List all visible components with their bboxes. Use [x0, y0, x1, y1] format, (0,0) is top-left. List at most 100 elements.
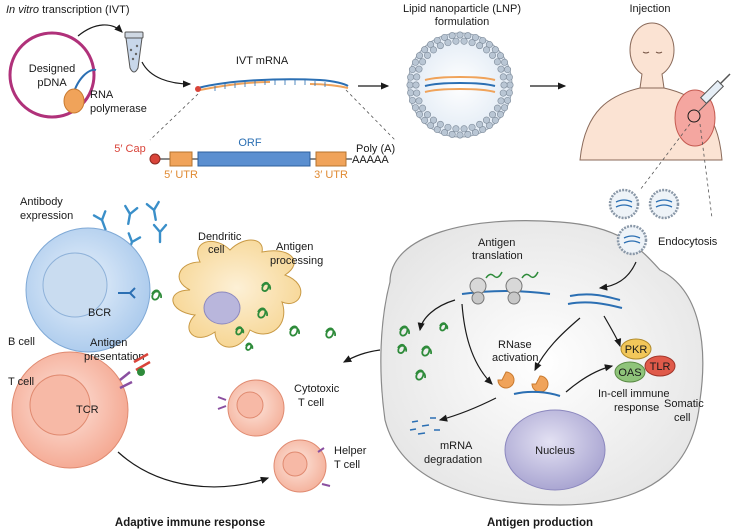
ag-pres-label-2: presentation	[84, 351, 145, 363]
ctl-label-2: T cell	[298, 397, 324, 409]
ribosome-icon	[469, 277, 523, 305]
helper-label-2: T cell	[334, 459, 360, 471]
utr3-box	[315, 151, 347, 167]
polya-seq: AAAAA	[352, 154, 389, 166]
rnase-label-2: activation	[492, 352, 538, 364]
tlr-label: TLR	[650, 361, 671, 373]
bcell-label: B cell	[8, 336, 35, 348]
somatic-label-2: cell	[674, 412, 691, 424]
zoom-guide-right	[345, 89, 396, 141]
translating-mrna	[461, 290, 551, 295]
t-cell-nucleus	[29, 374, 91, 436]
rnase-icon	[497, 371, 549, 393]
pdna-label-1: Designed	[29, 63, 75, 75]
ivt-mrna-strand	[195, 78, 349, 92]
mrna-fragments	[409, 417, 440, 435]
ag-trans-label-2: translation	[472, 250, 523, 262]
injection-section: Injection	[579, 3, 731, 219]
oas-label: OAS	[618, 367, 641, 379]
rnap-label-1: RNA	[90, 89, 114, 101]
mrna-construct: 5′ Cap ORF Poly (A) AAAAA 5′ UTR 3′ UTR	[114, 137, 395, 181]
somatic-title: Antigen production	[487, 517, 593, 529]
somatic-label-1: Somatic	[664, 398, 704, 410]
antigen-icon	[397, 343, 408, 354]
incell-label-1: In-cell immune	[598, 388, 670, 400]
ctl-label-1: Cytotoxic	[294, 383, 340, 395]
tlr-badge	[644, 355, 676, 377]
lnp-section: Lipid nanoparticle (LNP) formulation	[403, 3, 521, 139]
lnp-label-2: formulation	[435, 16, 489, 28]
ivt-mrna-label: IVT mRNA	[236, 55, 289, 67]
mrna-cap-icon	[195, 86, 201, 92]
adaptive-title: Adaptive immune response	[115, 517, 265, 529]
adaptive-section: Antibody expression B cell BCR Dendritic…	[8, 196, 367, 529]
utr5-box	[169, 151, 193, 167]
arrow-to-helper	[117, 451, 270, 488]
rnase-label-1: RNase	[498, 339, 532, 351]
cap-icon	[149, 153, 161, 165]
antigen-icon	[421, 345, 432, 357]
nucleus	[504, 409, 606, 491]
test-tube-icon	[124, 31, 144, 73]
incell-label-2: response	[614, 402, 659, 414]
tcr-mhc-complex	[119, 352, 151, 390]
somatic-cell	[380, 220, 704, 506]
cap-label: 5′ Cap	[114, 143, 145, 155]
ag-proc-label-2: processing	[270, 255, 323, 267]
bcr-receptor	[118, 287, 136, 299]
antibody-label-2: expression	[20, 210, 73, 222]
antigens-somatic	[397, 322, 449, 381]
dc-nucleus	[203, 291, 241, 325]
arrow-to-mrna	[141, 61, 192, 88]
arrow-antigen-export	[342, 349, 381, 363]
antigen-icon	[289, 325, 300, 337]
antigen-icon	[325, 327, 336, 339]
ivt-section: In vitro transcription (IVT) Designed pD…	[6, 4, 396, 141]
antibody-icon	[124, 204, 139, 226]
pdna-label-2: pDNA	[37, 77, 67, 89]
antibody-icon	[152, 223, 168, 244]
antibody-label-1: Antibody	[20, 196, 63, 208]
antigen-icon	[261, 281, 272, 292]
antigens-adaptive	[151, 281, 336, 351]
endocytosed-lnps	[608, 188, 680, 256]
helper-label-1: Helper	[334, 445, 367, 457]
injection-site	[674, 89, 716, 147]
ag-proc-label-1: Antigen	[276, 241, 313, 253]
injection-label: Injection	[630, 3, 671, 15]
nucleus-label: Nucleus	[535, 445, 575, 457]
antigen-icon	[439, 322, 449, 332]
zoom-guide-left	[149, 93, 199, 141]
pdna-plasmid	[8, 31, 96, 119]
orf-label: ORF	[238, 137, 262, 149]
b-cell-nucleus	[42, 252, 108, 318]
tcr-label: TCR	[76, 404, 99, 416]
antigen-icon	[235, 326, 245, 336]
antibody-icon	[145, 200, 160, 222]
lnp-label-1: Lipid nanoparticle (LNP)	[403, 3, 521, 15]
syringe-icon	[697, 73, 731, 113]
tcell-label: T cell	[8, 376, 34, 388]
pkr-label: PKR	[625, 344, 648, 356]
orf-box	[197, 151, 311, 167]
arrow-to-tube	[77, 24, 123, 37]
ag-pres-label-1: Antigen	[90, 337, 127, 349]
dc-label-2: cell	[208, 244, 225, 256]
utr5-label: 5′ UTR	[164, 169, 198, 181]
rna-polymerase-icon	[63, 88, 85, 114]
utr3-label: 3′ UTR	[314, 169, 348, 181]
bcr-label: BCR	[88, 307, 111, 319]
ivt-title: In vitro transcription (IVT)	[6, 4, 129, 16]
somatic-section: Nucleus Somatic cell Endocytosis Antigen…	[342, 188, 718, 529]
pkr-badge	[620, 338, 652, 360]
antigen-icon	[415, 369, 426, 381]
dendritic-cell	[172, 239, 302, 348]
dc-label-1: Dendritic	[198, 231, 242, 243]
degr-label-2: degradation	[424, 454, 482, 466]
ag-trans-label-1: Antigen	[478, 237, 515, 249]
antigen-icon	[151, 289, 162, 301]
endocytosis-label: Endocytosis	[658, 236, 718, 248]
antigen-icon	[399, 325, 410, 337]
oas-badge	[614, 361, 646, 383]
